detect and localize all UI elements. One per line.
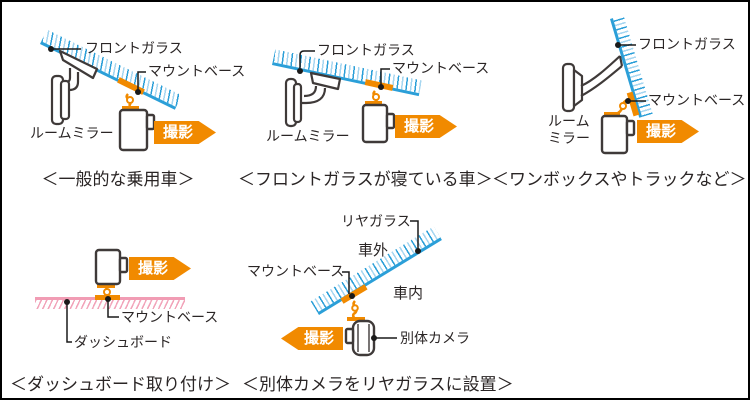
diagram-rear-glass-camera: リヤガラス 車外 車内 マウントベース 別体カメラ 撮影 ＜別体カメラをリヤガラ…: [242, 198, 514, 398]
leader-dots: [64, 296, 111, 305]
capture-arrow-label: 撮影: [163, 123, 194, 141]
capture-arrow: 撮影: [395, 115, 457, 138]
caption: ＜ワンボックスやトラックなど＞: [492, 170, 747, 190]
label-room-mirror: ルーム ミラー: [548, 114, 590, 147]
camera-icon: [94, 248, 129, 286]
diagram-onebox-truck: フロントガラス マウントベース ルーム ミラー 撮影 ＜ワンボックスやトラックな…: [492, 10, 747, 194]
room-mirror-icon: [561, 55, 624, 113]
diagram-drawing: [284, 50, 396, 144]
diagram-typical-car: フロントガラス マウントベース ルームミラー 撮影 ＜一般的な乗用車＞: [10, 10, 250, 194]
label-windshield: フロントガラス: [638, 37, 736, 53]
capture-arrow-label: 撮影: [404, 117, 435, 135]
capture-arrow: 撮影: [637, 120, 699, 143]
label-windshield: フロントガラス: [85, 41, 183, 57]
leader-dots: [615, 42, 631, 104]
room-mirror-icon: [284, 71, 342, 128]
label-mount-base: マウントベース: [148, 64, 246, 80]
room-mirror-icon: [50, 49, 99, 126]
label-room-mirror: ルームミラー: [266, 129, 350, 145]
leader-lines: [299, 50, 390, 85]
label-inside-car: 車内: [393, 284, 424, 302]
diagram-reclined-windshield: フロントガラス マウントベース ルームミラー 撮影 ＜フロントガラスが寝ている車…: [238, 10, 493, 194]
leader-dots: [349, 248, 421, 341]
diagram-drawing: [48, 46, 156, 152]
label-mount-base: マウントベース: [121, 310, 219, 326]
capture-arrow: 撮影: [154, 121, 216, 144]
label-dashboard: ダッシュボード: [74, 335, 172, 351]
mount-base-icon: [604, 91, 640, 117]
label-mount-base: マウントベース: [648, 93, 746, 109]
caption: ＜一般的な乗用車＞: [41, 170, 195, 190]
label-mount-base: マウントベース: [392, 61, 490, 77]
label-separate-camera: 別体カメラ: [400, 331, 470, 347]
mount-base-icon: [364, 79, 394, 105]
capture-arrow: 撮影: [281, 327, 343, 350]
leader-lines: [66, 301, 119, 343]
diagram-drawing: [64, 248, 129, 343]
leader-lines: [342, 220, 419, 339]
capture-arrow-label: 撮影: [646, 122, 677, 140]
camera-icon: [361, 103, 396, 144]
camera-icon: [600, 114, 636, 155]
mount-base-icon: [117, 77, 145, 110]
diagram-drawing: [340, 220, 421, 357]
label-rear-glass: リヤガラス: [341, 214, 411, 230]
leader-dots: [297, 68, 384, 90]
diagram-drawing: [561, 42, 646, 155]
label-outside-car: 車外: [358, 241, 389, 259]
camera-icon: [118, 108, 156, 152]
label-windshield: フロントガラス: [317, 43, 415, 59]
capture-arrow: 撮影: [129, 257, 191, 280]
label-mount-base: マウントベース: [247, 264, 345, 280]
label-room-mirror: ルームミラー: [30, 126, 114, 142]
capture-arrow-label: 撮影: [303, 329, 334, 347]
diagram-dashboard-mount: マウントベース ダッシュボード 撮影 ＜ダッシュボード取り付け＞: [10, 210, 250, 398]
caption: ＜別体カメラをリヤガラスに設置＞: [242, 375, 514, 395]
capture-arrow-label: 撮影: [138, 259, 169, 277]
mount-base-icon: [340, 284, 368, 321]
leader-dots: [48, 46, 141, 95]
caption: ＜フロントガラスが寝ている車＞: [238, 170, 493, 190]
caption: ＜ダッシュボード取り付け＞: [10, 375, 231, 395]
leader-lines: [51, 48, 146, 90]
separate-camera-icon: [344, 319, 376, 357]
